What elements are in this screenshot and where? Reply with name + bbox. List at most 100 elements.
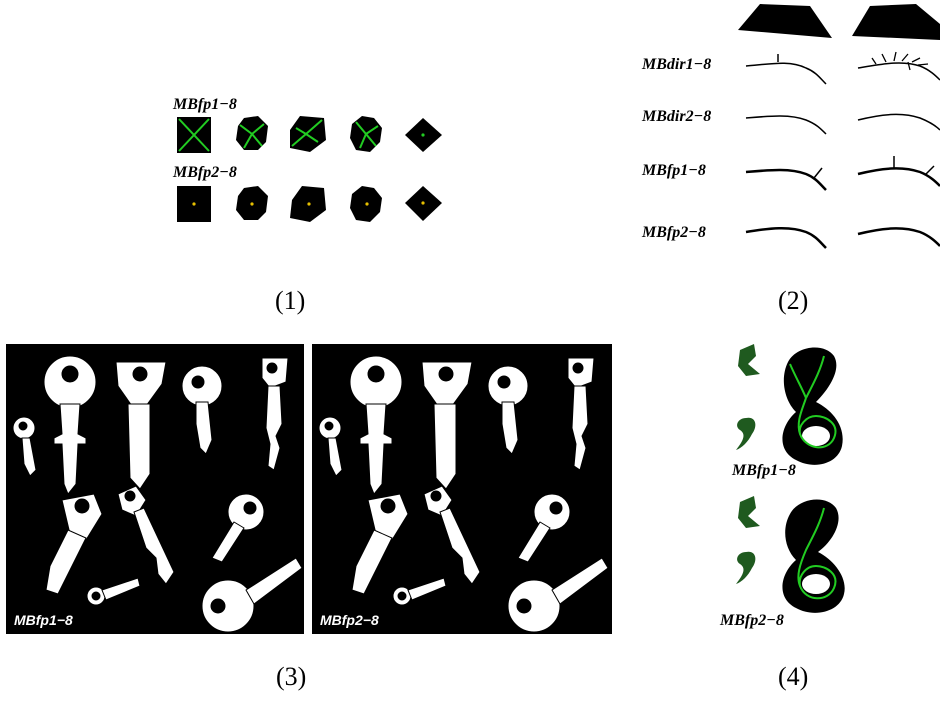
panel-2-row-label-1: MBdir1−8 <box>642 56 712 73</box>
key-blade <box>45 529 87 595</box>
key-hole <box>516 598 532 614</box>
panel-1-figure <box>177 116 442 222</box>
key-image-right: MBfp2−8 <box>312 344 612 634</box>
key-blade <box>407 577 447 601</box>
skeleton-curve <box>745 227 827 249</box>
key-head <box>201 579 255 633</box>
key-blade <box>551 557 609 605</box>
skeleton-curve <box>797 507 837 600</box>
panel-2-curves: MBdir1−8 MBdir2−8 MBfp1−8 MBfp2−8 (2) <box>620 0 940 330</box>
panel-1-row-label-2: MBfp2−8 <box>173 164 237 181</box>
key-hole <box>132 366 148 382</box>
key-hole <box>397 591 407 601</box>
key-hole <box>243 501 257 515</box>
blob-shape <box>738 344 760 376</box>
skeleton-curve <box>857 167 940 187</box>
digit-group-bottom <box>736 496 845 613</box>
panel-4-label-2: MBfp2−8 <box>720 612 784 629</box>
key-head <box>367 493 409 541</box>
keys-figure <box>318 355 609 633</box>
key-blade <box>571 385 589 471</box>
key-blade <box>359 403 393 495</box>
row-1-shapes <box>177 116 442 153</box>
key-blade <box>127 403 151 490</box>
skeleton-point <box>250 202 254 206</box>
key-head <box>61 493 103 541</box>
panel-2-row-label-4: MBfp2−8 <box>642 224 706 241</box>
key-blade <box>265 385 283 471</box>
key-blade <box>327 437 343 477</box>
key-blade <box>211 521 245 563</box>
key-hole <box>324 421 334 431</box>
key-hole <box>438 366 454 382</box>
skeleton-point <box>307 202 311 206</box>
skeleton-line <box>243 133 253 149</box>
key-hole <box>380 498 396 514</box>
key-head <box>567 357 595 389</box>
skeleton-branch <box>925 165 935 175</box>
digit-hole <box>802 426 830 446</box>
panel-2-figure <box>738 4 940 249</box>
key-head <box>261 357 289 389</box>
digit-hole <box>802 574 830 594</box>
key-hole <box>210 598 226 614</box>
key-hole <box>266 362 278 374</box>
skeleton-point <box>421 201 425 205</box>
skeleton-curve <box>745 168 827 191</box>
panel-2-caption: (2) <box>778 286 809 315</box>
panel-2-row-label-3: MBfp1−8 <box>642 162 706 179</box>
trapezoid-shape <box>852 4 940 40</box>
skeleton-curve <box>857 227 940 247</box>
row-2-shapes <box>177 186 442 222</box>
key-blade <box>245 557 303 605</box>
panel-1-row-label-1: MBfp1−8 <box>173 96 237 113</box>
skeleton-line <box>359 133 367 149</box>
skeleton-line <box>251 133 263 147</box>
key-blade <box>517 521 551 563</box>
key-image-left-label: MBfp1−8 <box>14 612 73 628</box>
skeleton-curve <box>745 62 827 85</box>
panel-3-caption: (3) <box>276 662 307 691</box>
digit-group-top <box>736 344 843 465</box>
key-blade <box>195 401 213 455</box>
panel-4-caption: (4) <box>778 662 809 691</box>
panel-4-figure <box>736 344 845 613</box>
panel-3-keys: MBfp1−8 <box>0 338 620 704</box>
skeleton-line <box>178 118 210 152</box>
skeleton-curve <box>857 113 940 131</box>
skeleton-point <box>421 133 425 137</box>
skeleton-branch <box>813 167 823 179</box>
skeleton-point <box>192 202 196 206</box>
blob-shape <box>738 496 760 528</box>
blob-shape <box>736 551 756 584</box>
panel-4-digits: MBfp1−8 MBfp2−8 (4) <box>620 338 940 704</box>
key-hole <box>191 375 205 389</box>
key-image-right-label: MBfp2−8 <box>320 612 379 628</box>
key-blade <box>21 437 37 477</box>
key-head <box>507 579 561 633</box>
skeleton-curve <box>789 363 807 399</box>
key-hole <box>367 365 385 383</box>
panel-2-row-label-2: MBdir2−8 <box>642 108 712 125</box>
key-blade <box>101 577 141 601</box>
key-hole <box>497 375 511 389</box>
digit-shape <box>782 499 845 613</box>
panel-1-caption: (1) <box>275 286 306 315</box>
key-hole <box>18 421 28 431</box>
skeleton-curve <box>857 62 940 81</box>
key-blade <box>53 403 87 495</box>
panel-1-shapes: MBfp1−8 MBfp2−8 <box>0 0 470 330</box>
skeleton-curve <box>805 355 825 399</box>
key-hole <box>549 501 563 515</box>
keys-figure <box>12 355 303 633</box>
skeleton-curve <box>745 115 827 135</box>
key-hole <box>572 362 584 374</box>
key-blade <box>133 507 175 585</box>
key-hole <box>430 490 442 502</box>
skeleton-point <box>365 202 369 206</box>
panel-4-label-1: MBfp1−8 <box>732 462 796 479</box>
skeleton-branches <box>871 51 929 71</box>
key-hole <box>124 490 136 502</box>
key-blade <box>439 507 481 585</box>
key-blade <box>433 403 457 490</box>
